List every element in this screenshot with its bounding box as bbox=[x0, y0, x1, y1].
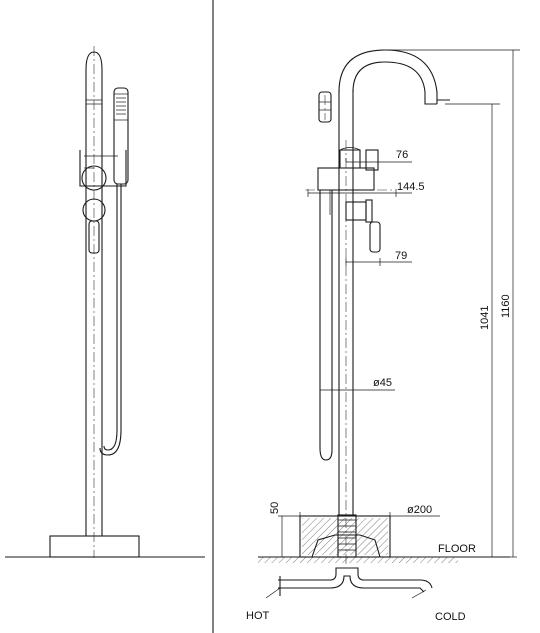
cold-label: COLD bbox=[435, 611, 466, 623]
hot-label: HOT bbox=[246, 610, 270, 622]
right-lever-handle bbox=[369, 221, 381, 253]
supply-pipes bbox=[278, 567, 433, 589]
right-view bbox=[258, 49, 510, 599]
right-spout bbox=[338, 49, 450, 101]
left-base-plate bbox=[49, 535, 140, 558]
right-hose bbox=[319, 190, 333, 461]
dim-diameter-45: ø45 bbox=[373, 377, 392, 389]
dim-diameter-200: ø200 bbox=[407, 504, 432, 516]
dim-79: 79 bbox=[395, 250, 407, 262]
dim-1041: 1041 bbox=[479, 306, 491, 330]
right-handshower bbox=[318, 91, 332, 123]
floor-label: FLOOR bbox=[438, 543, 476, 555]
dim-76: 76 bbox=[396, 149, 408, 161]
left-upper-knob bbox=[81, 165, 107, 191]
left-lever-handle bbox=[88, 220, 100, 254]
dim-1160: 1160 bbox=[500, 294, 512, 318]
left-hose bbox=[99, 184, 122, 456]
dim-50: 50 bbox=[269, 502, 281, 514]
dimensions: 76 144.5 79 ø45 ø200 50 1041 116 bbox=[269, 49, 520, 558]
left-view bbox=[5, 46, 205, 558]
dim-144-5: 144.5 bbox=[397, 181, 425, 193]
